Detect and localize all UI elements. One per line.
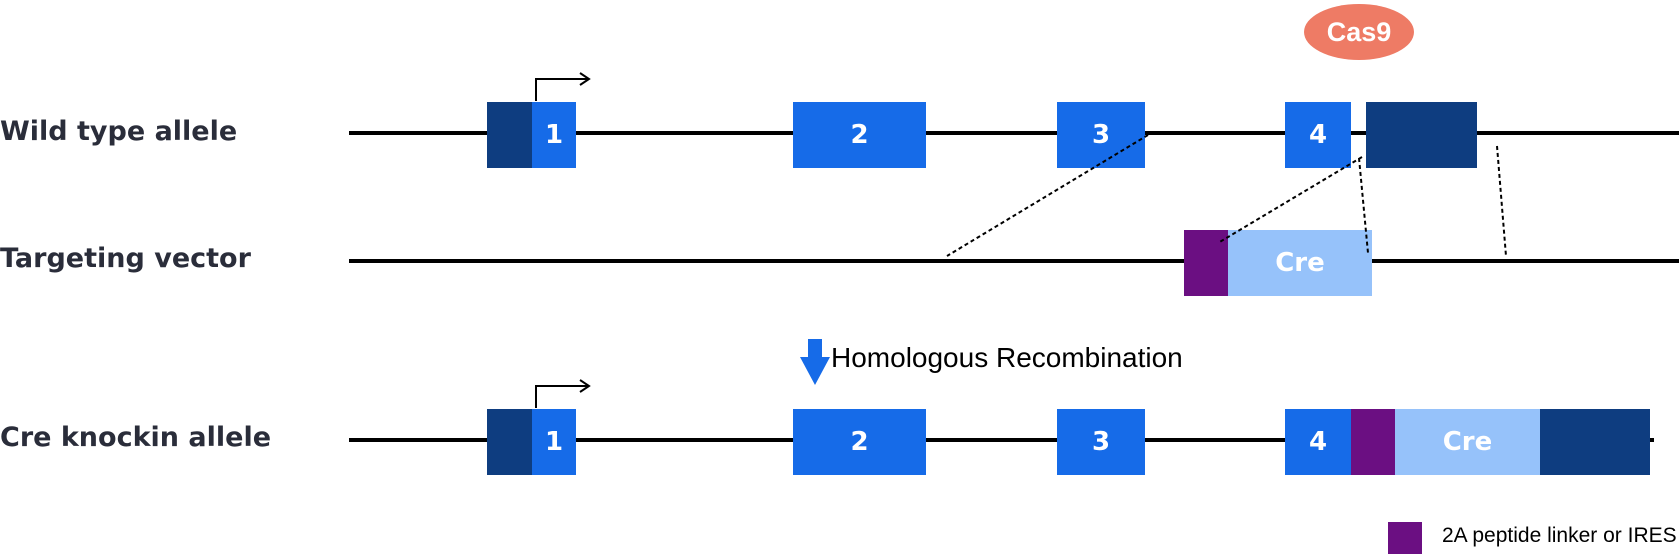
targeting-vector-cre-block: Cre bbox=[1228, 230, 1372, 296]
knockin-tss-arrowhead bbox=[579, 379, 591, 393]
homology-arm-left-guide bbox=[946, 134, 1149, 257]
knockin-exon-4: 4 bbox=[1285, 409, 1351, 475]
homology-arm-right-guide bbox=[1496, 145, 1507, 257]
knockin-exon-2: 2 bbox=[793, 409, 926, 475]
legend-linker-label: 2A peptide linker or IRES bbox=[1442, 524, 1677, 547]
targeting-vector-label: Targeting vector bbox=[0, 243, 251, 274]
cas9-badge: Cas9 bbox=[1304, 4, 1414, 60]
homology-cre-guide bbox=[1358, 157, 1369, 254]
knockin-linker-block bbox=[1351, 409, 1395, 475]
wild-type-tss-arrowhead bbox=[579, 72, 591, 86]
wild-type-exon-2: 2 bbox=[793, 102, 926, 168]
knockin-cre-block: Cre bbox=[1395, 409, 1540, 475]
knockin-backbone-line bbox=[349, 438, 1654, 442]
wild-type-exon-1: 1 bbox=[532, 102, 576, 168]
wild-type-exon-4: 4 bbox=[1285, 102, 1351, 168]
cre-knockin-allele-label: Cre knockin allele bbox=[0, 422, 272, 453]
targeting-vector-backbone-line bbox=[349, 259, 1679, 263]
wild-type-exon-3: 3 bbox=[1057, 102, 1145, 168]
knockin-exon-3: 3 bbox=[1057, 409, 1145, 475]
wild-type-5utr-block bbox=[487, 102, 532, 168]
knockin-exon-1: 1 bbox=[532, 409, 576, 475]
wild-type-allele-label: Wild type allele bbox=[0, 116, 238, 147]
knockin-3utr-block bbox=[1540, 409, 1650, 475]
homologous-recombination-label: Homologous Recombination bbox=[831, 342, 1183, 373]
recombination-arrow-icon bbox=[800, 339, 830, 385]
wild-type-backbone-line bbox=[349, 131, 1679, 135]
legend-linker-swatch bbox=[1388, 522, 1422, 554]
knockin-5utr-block bbox=[487, 409, 532, 475]
wild-type-3utr-block bbox=[1366, 102, 1477, 168]
wild-type-tss-arrow bbox=[535, 78, 588, 101]
knockin-tss-arrow bbox=[535, 385, 588, 408]
homology-linker-guide bbox=[1217, 156, 1363, 244]
